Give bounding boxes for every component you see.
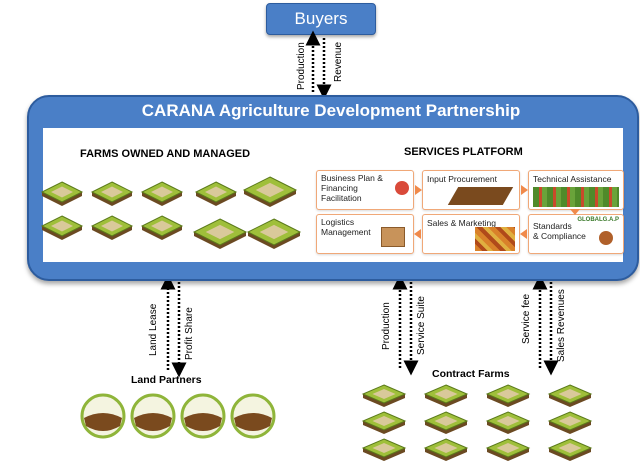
land-partner-icon xyxy=(180,393,226,439)
service-logistics: Logistics Management xyxy=(316,214,414,254)
contract-farm-tile xyxy=(547,411,593,434)
revenue-label-top: Revenue xyxy=(333,41,344,82)
owned-farm-tile xyxy=(192,218,248,249)
buyers-label: Buyers xyxy=(294,9,348,28)
service-logistics-label: Logistics Management xyxy=(321,217,371,237)
arrow-right-1 xyxy=(415,185,422,195)
contract-farm-tile xyxy=(547,384,593,407)
contract-farm-tile xyxy=(361,411,407,434)
service-business-plan: Business Plan & Financing Facilitation xyxy=(316,170,414,210)
land-partner-icon xyxy=(130,393,176,439)
service-standards-label: Standards & Compliance xyxy=(533,221,586,241)
land-partners-icons xyxy=(80,393,276,439)
contract-farm-tile xyxy=(485,384,531,407)
contract-farm-tile xyxy=(361,384,407,407)
owned-farm-tile xyxy=(40,181,84,206)
contract-farms-grid xyxy=(361,384,593,461)
contract-farm-tile xyxy=(423,438,469,461)
service-input-procurement: Input Procurement xyxy=(422,170,520,210)
services-title: SERVICES PLATFORM xyxy=(404,146,523,158)
contract-farm-tile xyxy=(423,411,469,434)
box-icon xyxy=(381,227,405,247)
profit-share-label: Profit Share xyxy=(184,307,195,360)
arrow-left-1 xyxy=(414,229,421,239)
partnership-title: CARANA Agriculture Development Partnersh… xyxy=(141,101,521,120)
contract-farm-tile xyxy=(547,438,593,461)
farms-title: FARMS OWNED AND MANAGED xyxy=(80,148,251,160)
service-sales-marketing-label: Sales & Marketing xyxy=(427,218,496,228)
contract-farms-title: Contract Farms xyxy=(432,368,510,380)
stamp-icon xyxy=(395,181,409,195)
globalgap-logo: GLOBALG.A.P xyxy=(577,217,619,223)
owned-farm-tile xyxy=(90,181,134,206)
contract-farm-tile xyxy=(423,384,469,407)
owned-farm-tile xyxy=(90,215,134,240)
plowed-field-icon xyxy=(447,187,514,205)
service-standards: Standards & Compliance GLOBALG.A.P xyxy=(528,214,624,254)
sales-revenues-label: Sales Revenues xyxy=(556,289,567,362)
production-label-top: Production xyxy=(296,42,307,90)
service-technical-assistance-label: Technical Assistance xyxy=(533,174,612,184)
seal-icon xyxy=(599,231,613,245)
owned-farm-tile xyxy=(40,215,84,240)
contract-farm-tile xyxy=(361,438,407,461)
land-lease-label: Land Lease xyxy=(148,303,159,356)
service-input-procurement-label: Input Procurement xyxy=(427,174,497,184)
contract-farm-tile xyxy=(485,438,531,461)
owned-farms-grid xyxy=(40,176,302,249)
contract-farm-tile xyxy=(485,411,531,434)
land-partner-icon xyxy=(80,393,126,439)
produce-icon xyxy=(475,227,515,251)
owned-farm-tile xyxy=(194,181,238,206)
owned-farm-tile xyxy=(246,218,302,249)
land-partners-title: Land Partners xyxy=(131,374,202,386)
land-partner-icon xyxy=(230,393,276,439)
service-suite-label: Service Suite xyxy=(416,296,427,355)
buyers-box: Buyers xyxy=(266,3,376,35)
service-business-plan-label: Business Plan & Financing Facilitation xyxy=(321,173,383,203)
service-sales-marketing: Sales & Marketing xyxy=(422,214,520,254)
arrow-right-2 xyxy=(521,185,528,195)
contract-production-label: Production xyxy=(381,302,392,350)
arrow-left-2 xyxy=(520,229,527,239)
owned-farm-tile xyxy=(140,215,184,240)
service-fee-label: Service fee xyxy=(521,293,532,344)
crops-icon xyxy=(533,187,619,207)
owned-farm-tile xyxy=(140,181,184,206)
owned-farm-tile xyxy=(242,176,298,207)
service-technical-assistance: Technical Assistance xyxy=(528,170,624,210)
arrow-down xyxy=(570,209,580,215)
